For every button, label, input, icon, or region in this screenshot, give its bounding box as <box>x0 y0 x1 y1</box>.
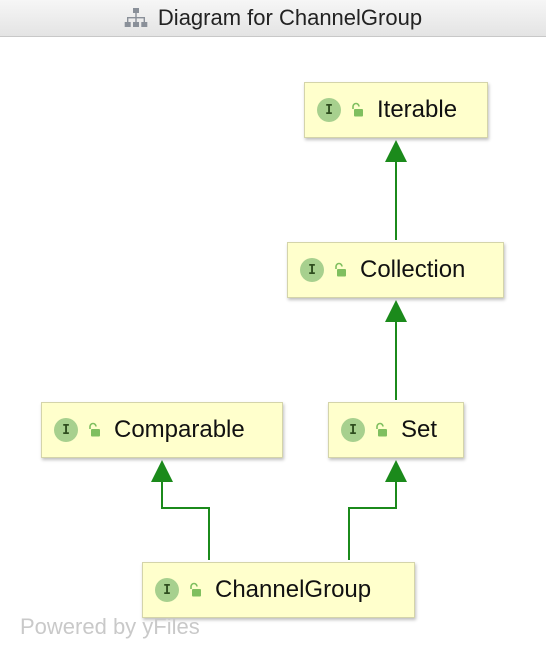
node-label: ChannelGroup <box>215 576 372 603</box>
node-label: Set <box>401 416 438 443</box>
arrowhead-comparable <box>151 460 173 482</box>
unlocked-icon <box>376 422 387 437</box>
powered-by-footer: Powered by yFiles <box>20 614 200 639</box>
interface-icon: I <box>341 418 365 442</box>
arrowhead-set <box>385 460 407 482</box>
interface-icon: I <box>155 578 179 602</box>
node-label: Collection <box>360 256 466 283</box>
node-set[interactable]: I Set <box>328 402 464 458</box>
node-label: Iterable <box>377 96 458 123</box>
edge-channelgroup-to-comparable <box>161 480 210 560</box>
node-channelgroup[interactable]: I ChannelGroup <box>142 562 415 618</box>
node-comparable[interactable]: I Comparable <box>41 402 283 458</box>
unlocked-icon <box>89 422 100 437</box>
unlocked-icon <box>190 582 201 597</box>
interface-icon: I <box>317 98 341 122</box>
interface-icon: I <box>54 418 78 442</box>
arrowhead-iterable <box>385 140 407 162</box>
node-label: Comparable <box>114 416 245 443</box>
edge-channelgroup-to-set <box>348 480 397 560</box>
interface-icon: I <box>300 258 324 282</box>
title-bar: Diagram for ChannelGroup <box>0 0 546 37</box>
hierarchy-icon <box>124 8 148 27</box>
unlocked-icon <box>352 102 363 117</box>
arrowhead-collection <box>385 300 407 322</box>
node-collection[interactable]: I Collection <box>287 242 504 298</box>
window-title: Diagram for ChannelGroup <box>157 5 423 30</box>
node-iterable[interactable]: I Iterable <box>304 82 488 138</box>
unlocked-icon <box>335 262 346 277</box>
